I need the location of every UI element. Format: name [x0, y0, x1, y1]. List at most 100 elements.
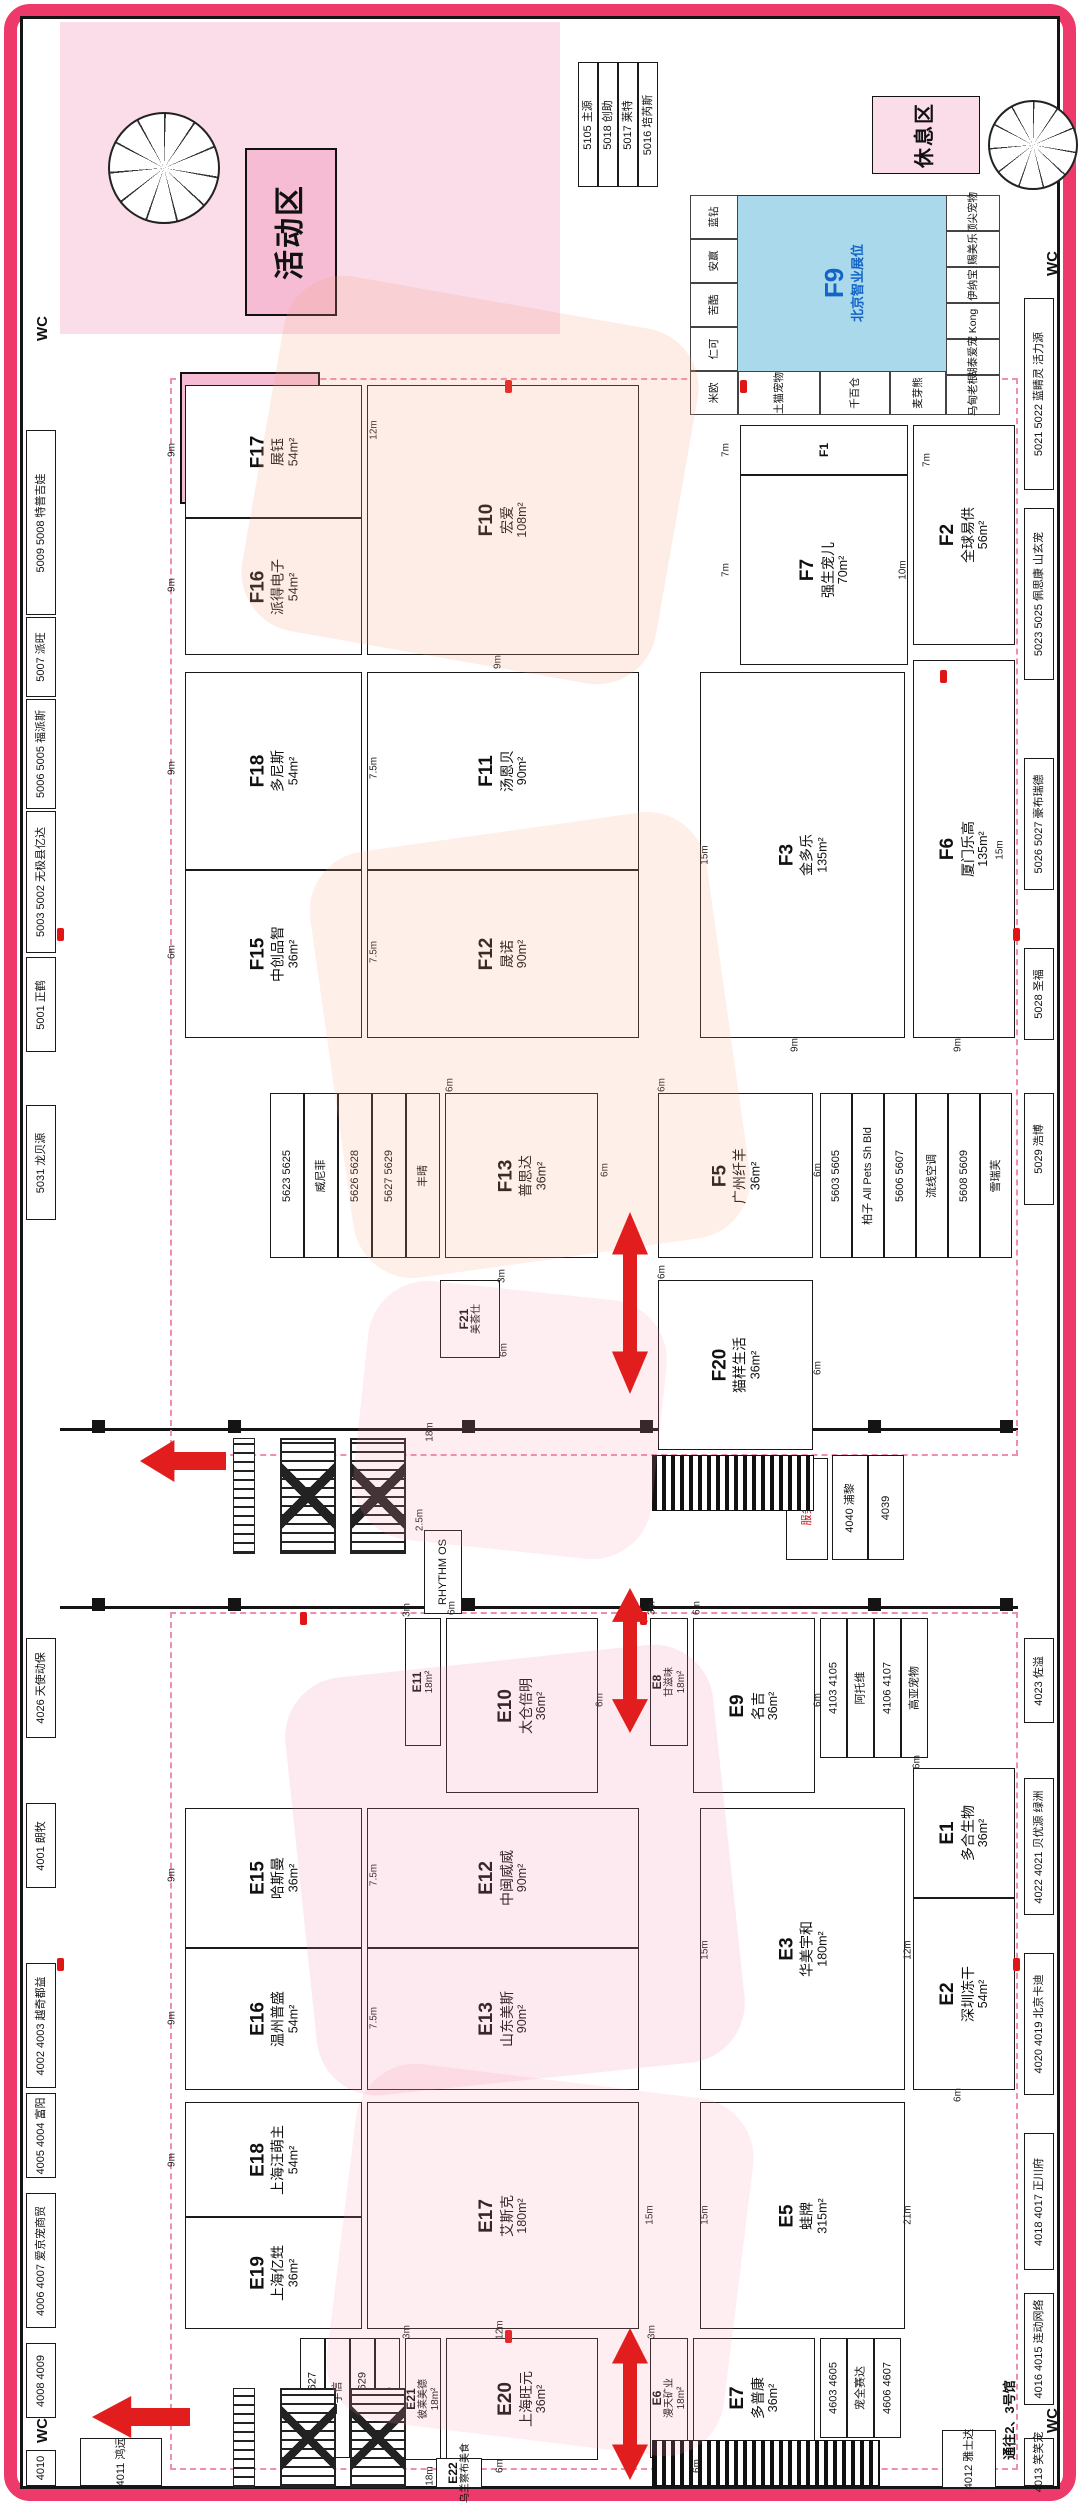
dimension-label: 6m: [446, 1601, 458, 1615]
booth-area: 54m²: [285, 437, 300, 466]
strip-label: 5023 5025 佩思康 山玄宠: [1032, 531, 1045, 657]
wc-label: WC: [34, 2418, 51, 2443]
label-group: 5026 5027 豪布瑞德: [1024, 758, 1054, 890]
booth: F1: [740, 425, 908, 475]
pillar: [92, 1598, 105, 1611]
booth-area: 36m²: [285, 939, 300, 969]
label-group: 5023 5025 佩思康 山玄宠: [1024, 508, 1054, 680]
booth-id: E20: [495, 2382, 517, 2416]
wc-label: WC: [34, 316, 51, 341]
booth-area: 70m²: [836, 555, 851, 585]
dimension-label: 9m: [166, 2011, 178, 2025]
booth-name: 晟诺: [498, 940, 515, 968]
strip-booth: 4606 4607: [874, 2338, 901, 2438]
booth-name: 展钰: [269, 437, 286, 466]
booth-area: 54m²: [976, 1979, 991, 2009]
blue-cell: 麦芽熊: [890, 371, 946, 415]
label-group: 湖泰爱宠: [946, 336, 1000, 378]
strip-label: RHYTHM OS: [436, 1539, 449, 1605]
pillar: [462, 1598, 475, 1611]
label-group: 安赢: [690, 239, 738, 283]
booth-id: E15: [246, 1861, 268, 1895]
blue-cell-label: 伊纳宝: [966, 269, 979, 301]
dimension-label: 7m: [720, 443, 732, 457]
booth-area: 90m²: [515, 939, 530, 969]
strip-label: 5007 派旺: [34, 632, 47, 682]
booth-id: F5: [708, 1164, 730, 1187]
wall-line: [60, 1606, 1018, 1609]
dimension-label: 18m: [424, 1422, 436, 1442]
strip-booth: 5021 5022 蓝睛灵 活力源: [1024, 298, 1054, 490]
booth-id: E3: [775, 1937, 797, 1961]
passage-label: 通往2、3号馆: [998, 2356, 1022, 2484]
strip-label: 5003 5002 无极县亿达: [34, 826, 47, 938]
dimension-label: 12m: [368, 420, 380, 440]
strip-booth: 4018 4017 正川府: [1024, 2133, 1054, 2270]
arrow-icon: [612, 1212, 648, 1394]
label-group: 5017 莱特: [618, 62, 638, 187]
strip-booth: 5608 5609: [948, 1093, 980, 1258]
booth-name: 山东美斯: [498, 1991, 515, 2047]
dimension-label: 9m: [952, 1038, 964, 1052]
strip-booth: 4002 4003 越奇都益: [26, 1963, 56, 2088]
blue-cell-label: 千百仓: [848, 377, 861, 409]
booth-id: E7: [727, 2386, 749, 2410]
booth-id: E19: [246, 2256, 268, 2290]
booth-area: 90m²: [515, 1863, 530, 1893]
blue-cell: 湖泰爱宠: [946, 336, 1000, 378]
label-group: 5018 创助: [598, 62, 618, 187]
blue-cell-label: Kong: [966, 308, 979, 334]
booth-name: 多尼斯: [269, 750, 286, 792]
strip-booth: 丰晴: [406, 1093, 440, 1258]
booth-id: F9: [819, 267, 849, 299]
booth-area: 135m²: [814, 837, 829, 873]
booth-id: E10: [495, 1688, 517, 1723]
booth-name: 汤恩贝: [498, 750, 515, 792]
pillar: [1000, 1598, 1013, 1611]
booth-name: 华美宇和: [798, 1921, 815, 1977]
dimension-label: 6m: [656, 1078, 668, 1092]
strip-booth: 5105 主源: [578, 62, 598, 187]
wc-label: WC: [1044, 251, 1061, 276]
strip-booth: 5003 5002 无极县亿达: [26, 811, 56, 953]
booth-name: 深圳冻干: [959, 1966, 976, 2022]
strip-booth: 4022 4021 贝优源 绿洲: [1024, 1778, 1054, 1915]
strip-label: 5608 5609: [957, 1149, 970, 1202]
dimension-label: 6m: [812, 1361, 824, 1375]
strip-label: 4039: [879, 1495, 892, 1520]
strip-booth: 4040 浦黎: [832, 1455, 868, 1560]
strip-label: 4022 4021 贝优源 绿洲: [1032, 1789, 1045, 1904]
strip-booth: 5016 培芮斯: [638, 62, 658, 187]
dimension-label: 6m: [691, 1601, 703, 1615]
wall-line: [60, 1428, 1018, 1431]
dimension-label: 10m: [897, 560, 909, 580]
arrow-icon: [92, 2396, 190, 2438]
booth-name: 上海汪萌主: [269, 2124, 286, 2195]
escalator-icon: [350, 2388, 406, 2488]
blue-cell: 仁可: [690, 327, 738, 371]
booth-name: 宏爱: [498, 506, 515, 534]
dimension-label: 6m: [952, 2088, 964, 2102]
label-group: 5003 5002 无极县亿达: [26, 811, 56, 953]
blue-cell: 伊纳宝: [946, 267, 1000, 303]
label-group: 5028 圣福: [1024, 948, 1054, 1040]
strip-booth: 4005 4004 富阳: [26, 2093, 56, 2178]
outer-frame: [4, 4, 1076, 2501]
booth-area: 36m²: [533, 1161, 548, 1190]
zone-label-box: 活动区: [245, 148, 337, 316]
strip-booth: 5029 浩博: [1024, 1093, 1054, 1205]
